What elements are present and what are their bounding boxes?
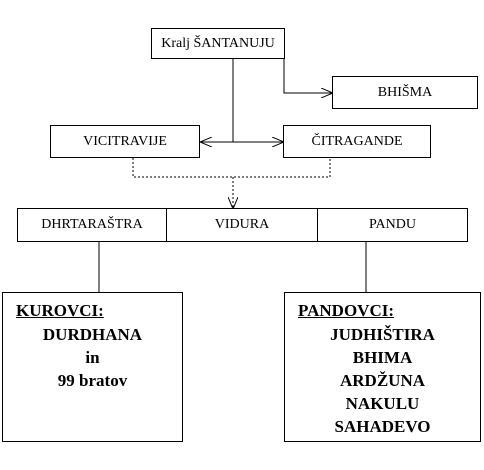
- node-bhisma: BHIŠMA: [332, 76, 478, 109]
- pandovci-member: SAHADEVO: [334, 417, 431, 436]
- node-pandu: PANDU: [317, 208, 468, 242]
- node-vidura: VIDURA: [166, 208, 318, 242]
- node-label: PANDU: [369, 217, 416, 232]
- node-label: BHIŠMA: [377, 84, 433, 100]
- pandovci-member: ARDŽUNA: [340, 371, 425, 390]
- node-label: ČITRAGANDE: [311, 133, 403, 149]
- kurovci-member: in: [85, 348, 100, 367]
- pandovci-member: NAKULU: [345, 394, 420, 413]
- pandovci-heading: PANDOVCI:: [298, 301, 395, 320]
- kurovci-heading: KUROVCI:: [16, 301, 104, 320]
- line-santanu-to-bhisma: [283, 58, 332, 93]
- kurovci-member-list: DURDHANA in 99 bratov: [3, 323, 182, 392]
- box-pandovci: PANDOVCI: JUDHIŠTIRA BHIMA ARDŽUNA NAKUL…: [284, 292, 481, 442]
- node-dhrtarastra: DHRTARAŠTRA: [17, 208, 167, 242]
- node-label: VIDURA: [214, 217, 270, 232]
- node-kralj-santanuju: Kralj ŠANTANUJU: [151, 28, 285, 59]
- node-label: VICITRAVIJE: [83, 133, 167, 149]
- node-label: Kralj ŠANTANUJU: [161, 35, 275, 51]
- dotted-union-line: [132, 158, 331, 178]
- pandovci-member-list: JUDHIŠTIRA BHIMA ARDŽUNA NAKULU SAHADEVO: [285, 323, 480, 438]
- node-vicitravije: VICITRAVIJE: [50, 125, 200, 158]
- node-label: DHRTARAŠTRA: [41, 217, 143, 232]
- kurovci-member: DURDHANA: [42, 325, 143, 344]
- pandovci-member: BHIMA: [352, 348, 413, 367]
- kurovci-member: 99 bratov: [57, 371, 128, 390]
- node-citragande: ČITRAGANDE: [283, 125, 431, 158]
- pandovci-member: JUDHIŠTIRA: [330, 325, 435, 344]
- box-kurovci: KUROVCI: DURDHANA in 99 bratov: [2, 292, 183, 442]
